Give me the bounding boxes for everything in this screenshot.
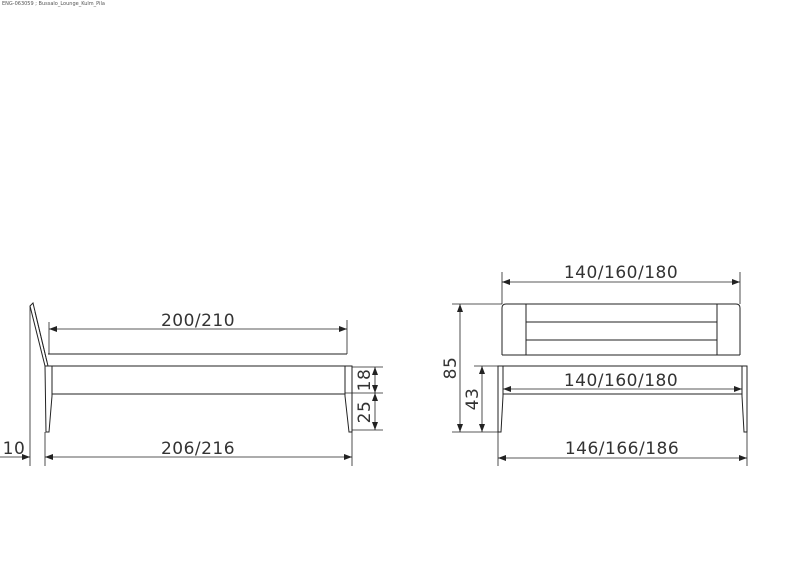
side-view: 200/210 206/216 10 18 25 bbox=[0, 302, 383, 466]
headboard-slats bbox=[525, 303, 718, 356]
label-overall-length: 206/216 bbox=[161, 439, 235, 459]
label-bed-height: 43 bbox=[463, 388, 483, 411]
leg-front-right bbox=[741, 365, 748, 433]
label-inner-width: 140/160/180 bbox=[564, 371, 678, 391]
label-mattress-length: 200/210 bbox=[161, 311, 235, 331]
label-leg-height: 25 bbox=[355, 401, 375, 424]
label-headboard-width: 140/160/180 bbox=[564, 263, 678, 283]
label-rail-height: 18 bbox=[355, 369, 375, 392]
side-rail bbox=[51, 365, 346, 395]
leg-right bbox=[344, 365, 353, 433]
leg-left bbox=[44, 365, 53, 433]
label-headboard-offset: 10 bbox=[3, 439, 26, 459]
label-overall-width: 146/166/186 bbox=[565, 439, 679, 459]
drawing-caption: ENG-063059 ; Bussalo_Lounge_Kulm_Pila bbox=[2, 1, 105, 7]
label-total-height: 85 bbox=[441, 357, 461, 380]
headboard-front bbox=[501, 303, 741, 355]
leg-front-left bbox=[497, 365, 504, 433]
front-view: 140/160/180 140/160/180 146/166/186 85 4… bbox=[441, 263, 748, 466]
